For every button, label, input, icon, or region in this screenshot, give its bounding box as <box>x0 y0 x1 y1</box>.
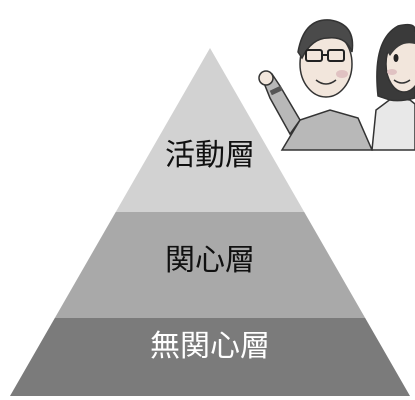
tier-indifferent-label: 無関心層 <box>150 329 270 364</box>
tier-active-label: 活動層 <box>165 138 255 173</box>
illustration-people <box>258 19 415 151</box>
tier-indifferent <box>10 318 410 396</box>
tier-interested <box>54 212 366 318</box>
tier-active <box>115 48 305 212</box>
tier-interested-label: 関心層 <box>165 243 255 278</box>
